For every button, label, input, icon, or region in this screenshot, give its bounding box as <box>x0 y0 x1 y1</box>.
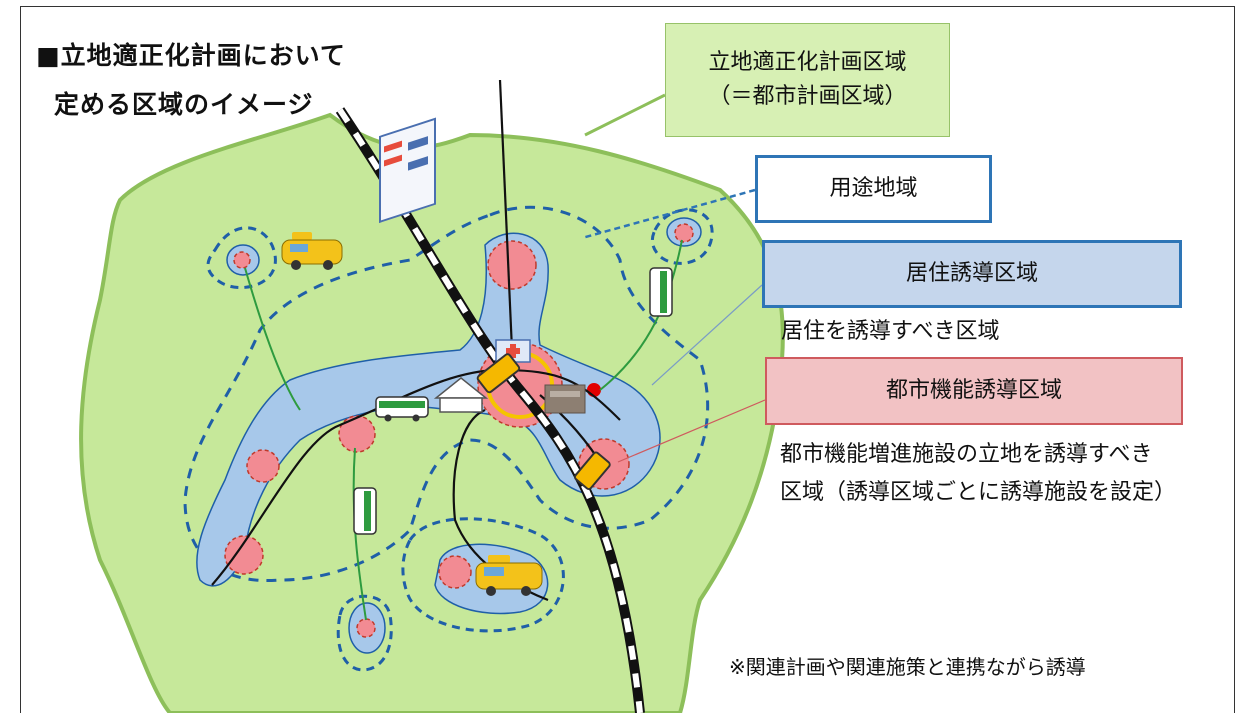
bus-icon <box>375 396 429 422</box>
use-district-outline-s <box>401 517 565 633</box>
urban-function-area-description: 都市機能増進施設の立地を誘導すべき区域（誘導区域ごとに誘導施設を設定） <box>780 442 1177 505</box>
bus-icon <box>649 267 673 317</box>
train-icon <box>476 353 521 394</box>
urban-function-area <box>356 618 376 638</box>
use-district-outline-main <box>183 205 710 583</box>
urban-function-area <box>338 415 376 453</box>
urban-function-area <box>233 251 251 269</box>
train-icon <box>573 451 611 490</box>
urban-function-area <box>246 449 280 483</box>
bus-icon <box>353 487 377 535</box>
railway-base <box>335 107 645 713</box>
urban-function-area <box>224 535 264 575</box>
urban-function-area <box>438 555 472 589</box>
residential-area-label: 居住誘導区域 <box>762 240 1182 308</box>
planning-area-label-line1: 立地適正化計画区域 <box>708 49 907 75</box>
urban-function-area <box>674 223 694 243</box>
use-district-outline-nw <box>206 226 277 290</box>
figure-title-line2: 定める区域のイメージ <box>54 90 314 119</box>
shopping-icon <box>544 384 586 414</box>
residential-area-description: 居住を誘導すべき区域 <box>781 319 1000 344</box>
footnote: ※関連計画や関連施策と連携ながら誘導 <box>729 655 1086 679</box>
urban-function-area <box>487 240 537 290</box>
bus-routes <box>244 239 683 621</box>
building-icon <box>379 117 436 224</box>
planning-area-label: 立地適正化計画区域 （＝都市計画区域） <box>665 23 950 137</box>
taxi-icon <box>281 232 343 270</box>
figure-title-line1: ■立地適正化計画において <box>36 41 346 70</box>
leader-planning-area <box>584 93 666 137</box>
station-icon <box>433 377 489 413</box>
use-district-label: 用途地域 <box>755 155 992 223</box>
use-district-outline-ne <box>650 208 714 265</box>
urban-function-area-label: 都市機能誘導区域 <box>765 357 1183 425</box>
taxi-icon <box>475 555 543 596</box>
planning-area-label-line2: （＝都市計画区域） <box>708 84 907 109</box>
leader-residential <box>651 284 763 386</box>
leader-urban-function <box>617 399 766 463</box>
figure-frame <box>20 6 1235 713</box>
